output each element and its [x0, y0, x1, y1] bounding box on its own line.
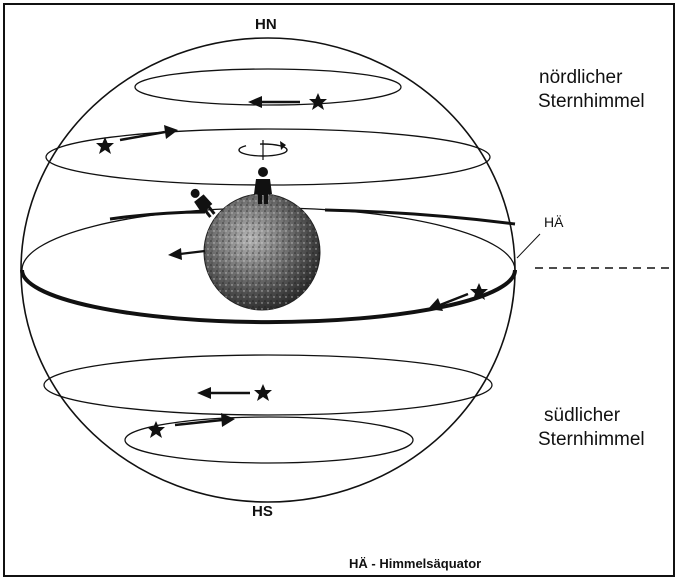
celestial-equator-front	[20, 269, 517, 325]
arrow-icon	[439, 292, 469, 307]
parallel-south-mid	[43, 354, 493, 416]
north-sky-label: nördlicher Sternhimmel	[538, 66, 645, 114]
parallel-north-high	[134, 68, 402, 106]
south-sky-label: südlicher Sternhimmel	[538, 404, 645, 452]
arrow-icon	[221, 413, 235, 427]
star-icon	[309, 93, 327, 110]
north-sky-line2: Sternhimmel	[538, 91, 645, 112]
arrow-icon	[164, 125, 178, 139]
arrow-icon	[197, 387, 211, 399]
rotation-arrow-icon	[238, 140, 288, 160]
star-icon	[96, 137, 114, 154]
star-icon	[254, 384, 272, 401]
parallel-north-mid	[45, 128, 491, 186]
person-icon	[190, 188, 216, 218]
person-icon	[254, 167, 272, 204]
diagram-frame	[3, 3, 675, 577]
north-sky-line1: nördlicher	[539, 67, 623, 88]
arrow-icon	[168, 248, 182, 260]
legend-text: HÄ - Himmelsäquator	[349, 556, 482, 571]
arrow-icon	[248, 96, 262, 108]
equator-label: HÄ	[544, 214, 564, 230]
south-pole-label: HS	[252, 503, 273, 520]
north-pole-label: HN	[255, 16, 277, 33]
south-sky-line1: südlicher	[544, 405, 621, 426]
inner-ring-right	[324, 208, 516, 226]
inner-ring-left	[109, 210, 206, 221]
star-icon	[147, 421, 165, 438]
star-icon	[470, 283, 488, 300]
arrow-icon	[174, 418, 223, 427]
arrow-icon	[119, 130, 166, 142]
arrow-icon	[179, 249, 206, 256]
parallel-south-low	[124, 416, 414, 464]
arrow-icon	[428, 298, 443, 311]
equator-label-leader	[516, 233, 541, 259]
south-sky-line2: Sternhimmel	[538, 429, 645, 450]
earth-texture	[204, 194, 320, 310]
